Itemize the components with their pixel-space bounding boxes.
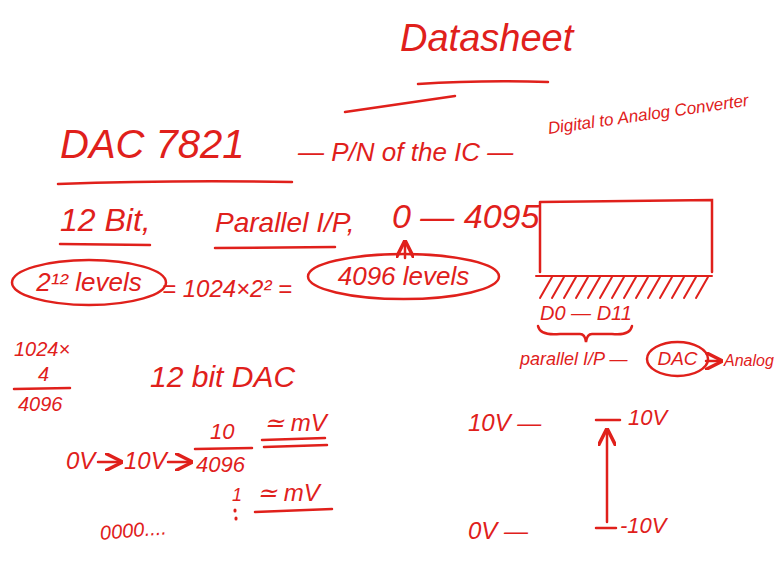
note-text: 1024× xyxy=(14,338,70,360)
note-text: D0 — D11 xyxy=(540,302,632,324)
parallel-underline xyxy=(215,247,335,248)
note-text: -10V xyxy=(620,514,666,538)
level-mark-high xyxy=(596,419,620,422)
note-text: Digital to Analog Converter xyxy=(547,92,750,139)
circled-text: DAC xyxy=(657,349,697,370)
note-text: 1 xyxy=(232,486,242,506)
note-text: 0V — xyxy=(468,518,528,544)
calc-line xyxy=(14,388,70,389)
circled-text: 4096 levels xyxy=(338,262,470,291)
divide-arrow xyxy=(168,461,191,464)
note-text: 12 Bit, xyxy=(60,203,151,238)
note-text: 10V — xyxy=(468,410,541,436)
circle-stroke xyxy=(647,342,708,376)
note-text: 10 xyxy=(210,420,234,444)
circled-note: 4096 levels xyxy=(306,252,501,301)
pointer-arrow xyxy=(404,242,407,258)
note-text: DAC 7821 xyxy=(60,122,245,166)
bit-underline xyxy=(60,244,150,245)
circled-text: 2¹² levels xyxy=(36,268,141,297)
pin-brace xyxy=(538,326,632,342)
note-text: = 1024×2² = xyxy=(162,276,292,302)
note-text: 0000.... xyxy=(99,516,167,544)
note-text: 4096 xyxy=(18,393,63,415)
circled-note: DAC xyxy=(645,340,710,378)
count-dots xyxy=(235,510,236,519)
note-text: 0V xyxy=(66,448,95,474)
circle-stroke xyxy=(12,260,166,305)
note-text: 12 bit DAC xyxy=(150,360,295,393)
ic-outline xyxy=(540,200,712,272)
note-text: 10V xyxy=(124,448,167,474)
fraction-line xyxy=(195,448,252,449)
note-text: 4 xyxy=(38,363,49,385)
note-text: — P/N of the IC — xyxy=(298,138,513,167)
note-text: ≃ mV xyxy=(264,410,327,436)
ic-pins xyxy=(536,276,712,298)
part-underline xyxy=(58,181,292,184)
note-text: 0 — 4095 xyxy=(392,198,539,235)
level-mark-low xyxy=(596,527,616,530)
circled-note: 2¹² levels xyxy=(10,258,168,307)
note-text: parallel I/P — xyxy=(520,350,627,370)
circle-stroke xyxy=(308,254,499,299)
step-underline xyxy=(255,509,332,512)
swing-arrow xyxy=(606,430,609,522)
note-text: Parallel I/P, xyxy=(215,208,355,239)
note-text: 4096 xyxy=(196,453,245,477)
overline xyxy=(345,96,455,112)
double-underline xyxy=(262,438,327,447)
title-underline xyxy=(418,81,548,84)
title-text: Datasheet xyxy=(400,18,573,60)
range-arrow xyxy=(98,461,121,464)
note-text: ≃ mV xyxy=(257,480,320,506)
note-text: Analog xyxy=(724,352,774,370)
note-text: 10V xyxy=(628,406,667,430)
